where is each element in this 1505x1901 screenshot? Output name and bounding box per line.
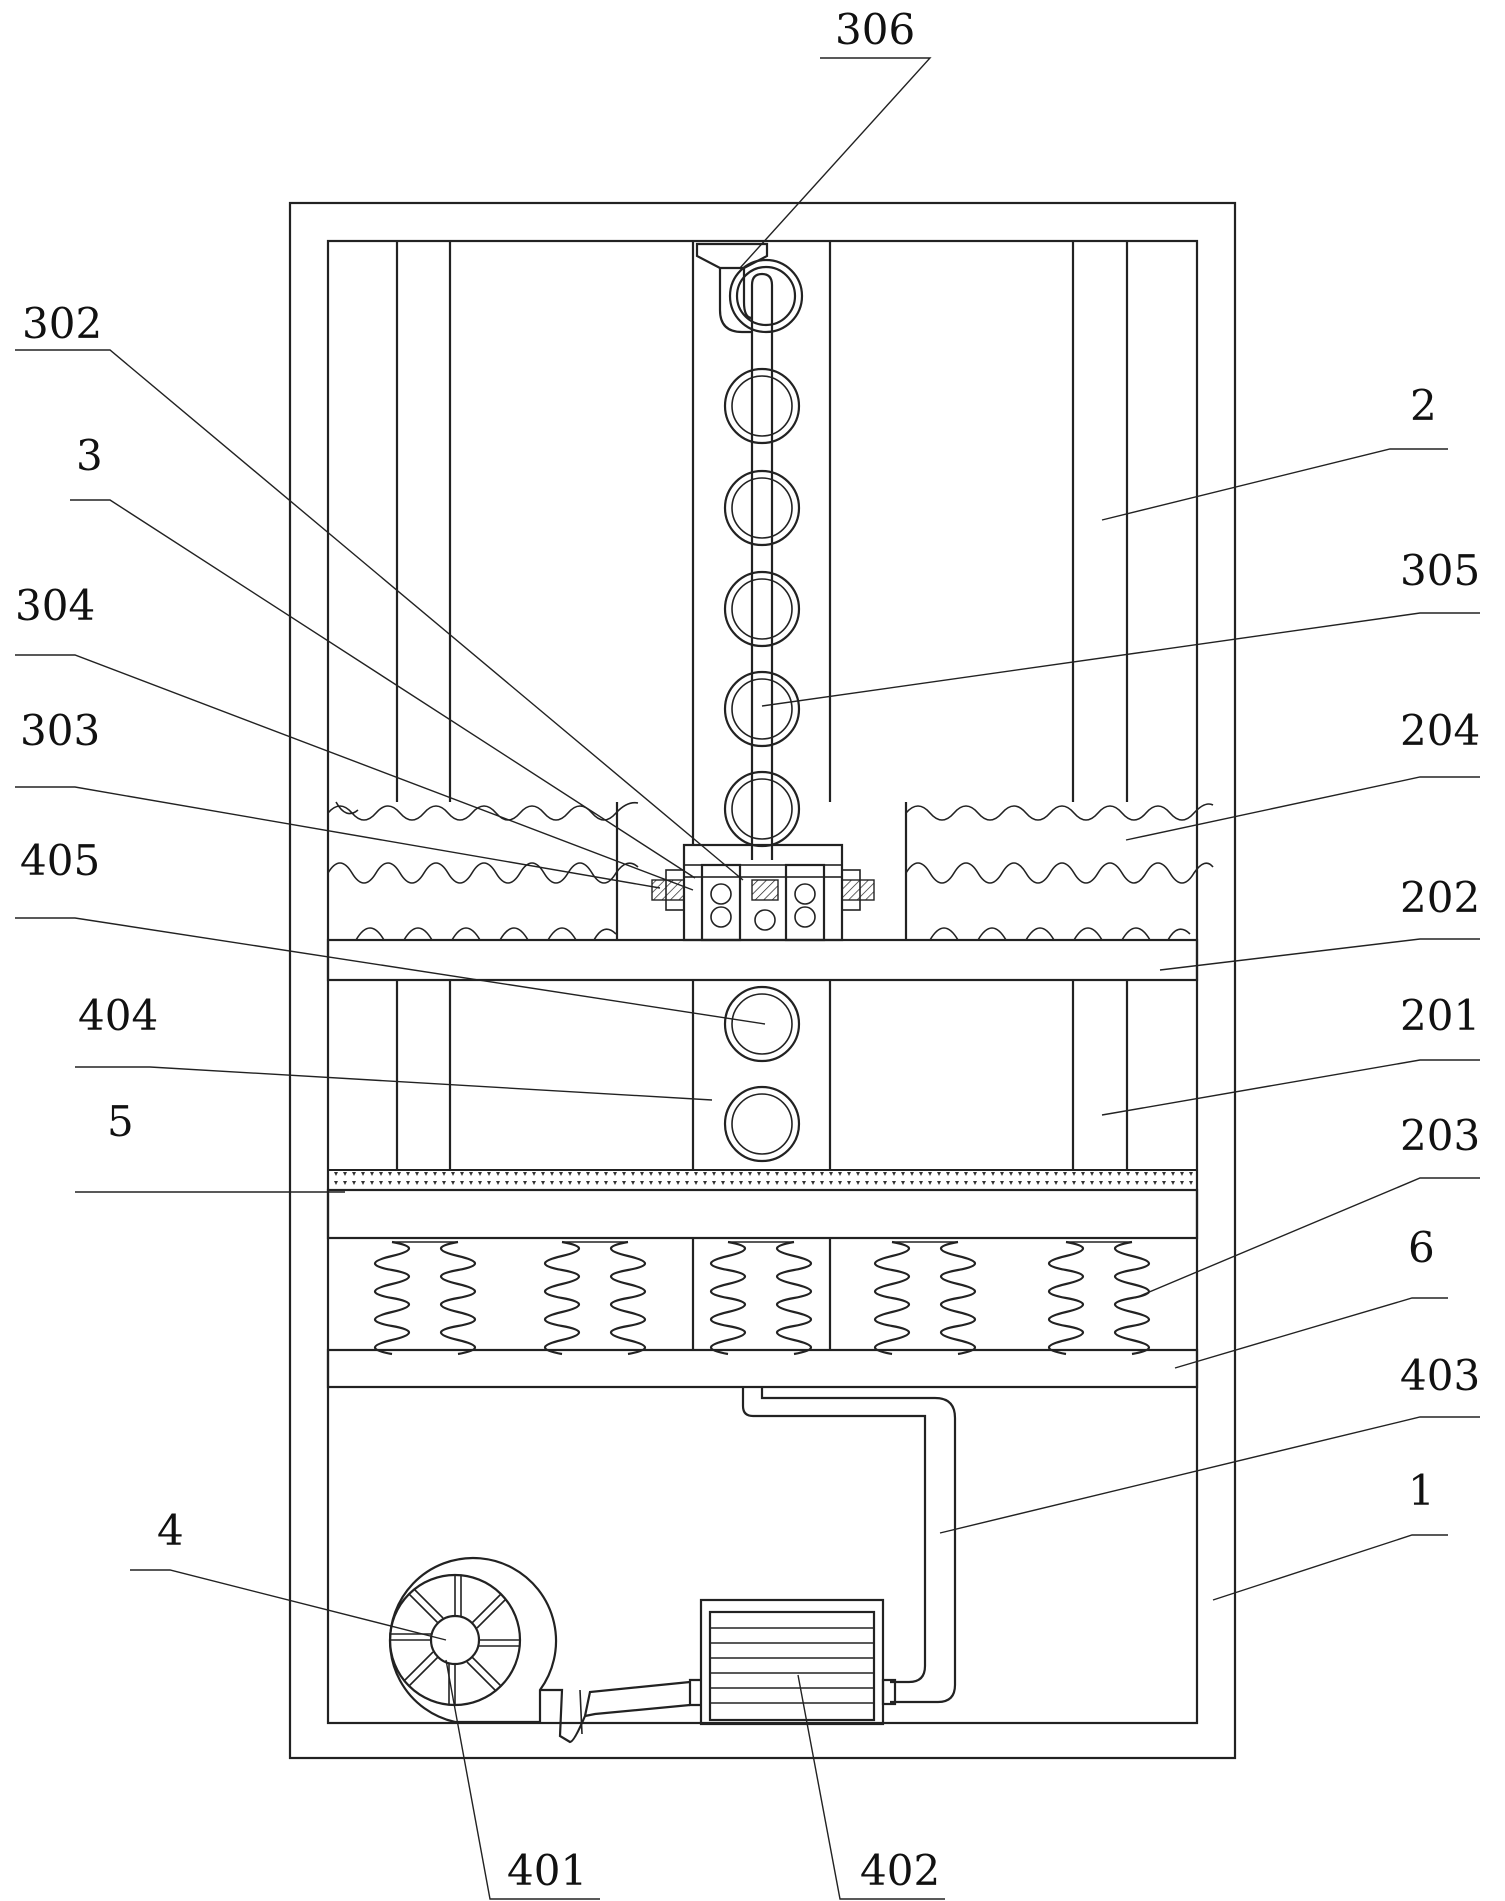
label-5: 5 bbox=[107, 1097, 134, 1146]
filter-screen bbox=[328, 1170, 1197, 1238]
spring-3 bbox=[711, 1242, 811, 1354]
blower bbox=[390, 1558, 556, 1722]
lower-rollers bbox=[725, 987, 799, 1161]
label-305: 305 bbox=[1400, 546, 1480, 595]
base-plate bbox=[328, 1350, 1197, 1387]
label-304: 304 bbox=[15, 581, 95, 630]
spring-1 bbox=[375, 1242, 475, 1354]
spring-row bbox=[375, 1238, 1149, 1354]
label-402: 402 bbox=[860, 1846, 940, 1895]
label-204: 204 bbox=[1400, 706, 1480, 755]
label-404: 404 bbox=[78, 991, 158, 1040]
spring-4 bbox=[875, 1242, 975, 1354]
middle-guide-rails bbox=[397, 980, 1127, 1170]
label-1: 1 bbox=[1408, 1466, 1435, 1515]
lift-plate bbox=[328, 940, 1197, 980]
label-403: 403 bbox=[1400, 1351, 1480, 1400]
label-201: 201 bbox=[1400, 991, 1480, 1040]
motor bbox=[690, 1600, 895, 1724]
corrugated-guard-right bbox=[906, 802, 1213, 940]
blower-hose bbox=[540, 1682, 690, 1742]
label-202: 202 bbox=[1400, 873, 1480, 922]
spring-5 bbox=[1049, 1242, 1149, 1354]
label-203: 203 bbox=[1400, 1111, 1480, 1160]
label-401: 401 bbox=[507, 1846, 587, 1895]
shaft-rollers bbox=[725, 369, 799, 846]
label-3: 3 bbox=[76, 431, 103, 480]
label-2: 2 bbox=[1410, 381, 1437, 430]
spring-2 bbox=[545, 1242, 645, 1354]
label-302: 302 bbox=[22, 299, 102, 348]
label-306: 306 bbox=[835, 5, 915, 54]
corrugated-guard-left bbox=[328, 802, 638, 940]
air-pipe bbox=[743, 1387, 955, 1702]
label-405: 405 bbox=[20, 836, 100, 885]
bearing-carriage bbox=[652, 845, 874, 940]
leader-lines bbox=[15, 58, 1480, 1899]
label-303: 303 bbox=[20, 706, 100, 755]
label-6: 6 bbox=[1408, 1223, 1435, 1272]
label-4: 4 bbox=[157, 1506, 184, 1555]
